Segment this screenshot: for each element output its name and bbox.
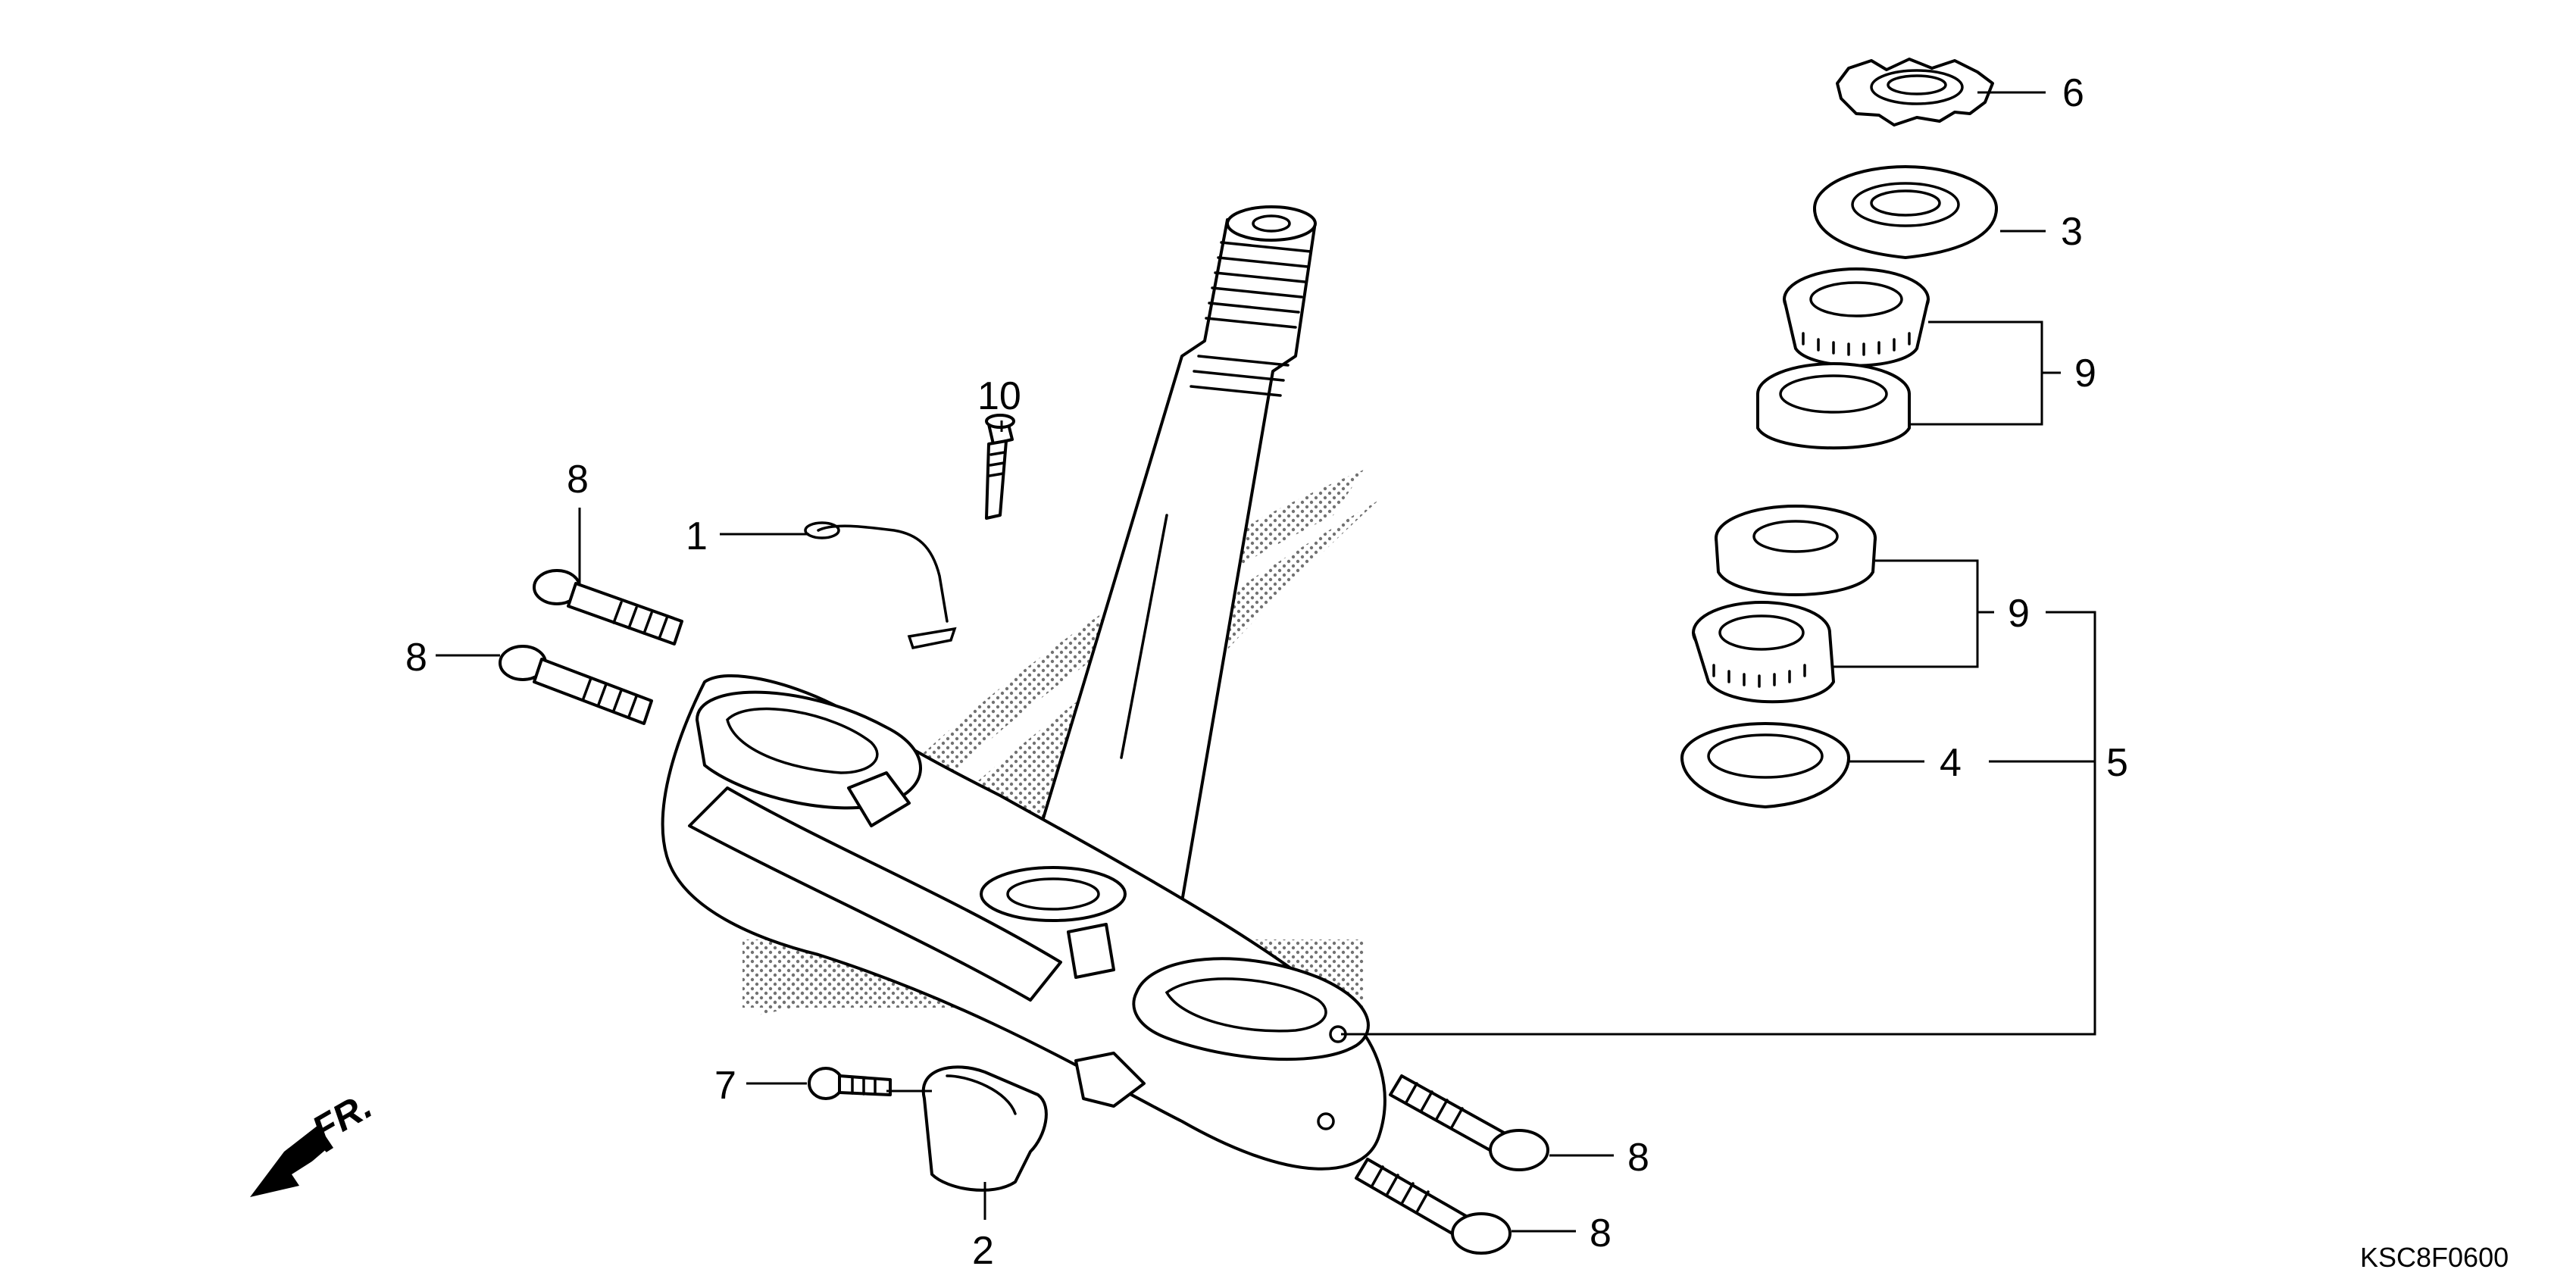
part-9-lower-bearing [1692,601,1835,704]
part-9-upper-bearing [1783,267,1930,367]
callout-9-lower: 9 [2008,592,2030,636]
part-8-bolt-upper-right [1389,1074,1549,1171]
callout-3: 3 [2061,210,2083,254]
front-direction-arrow-icon [250,1125,335,1197]
callout-4: 4 [1940,741,1962,785]
part-9-upper-race [1756,362,1911,450]
part-2-clamp [921,1065,1048,1192]
callout-6: 6 [2062,71,2084,115]
callout-9-upper: 9 [2074,352,2096,395]
leader-lines [436,91,2096,1233]
callout-8-right-upper: 8 [1627,1136,1649,1180]
callout-7: 7 [714,1064,736,1108]
part-4-dust-seal [1680,722,1850,808]
part-1-wire [804,521,957,650]
lower-bracket [661,674,1386,1171]
part-9-lower-race [1715,505,1877,596]
part-8-bolt-lower-left [499,645,653,725]
diagram-code: KSC8F0600 [2360,1242,2509,1273]
part-8-bolt-upper-left [533,569,683,646]
callout-5: 5 [2106,741,2128,785]
callout-1: 1 [686,514,708,558]
part-8-bolt-lower-right [1355,1158,1512,1255]
callout-10: 10 [977,374,1021,418]
callout-8-top-left: 8 [567,458,589,502]
part-7-bolt [808,1067,892,1100]
part-3-cap [1813,165,1998,259]
steering-stem [1021,205,1317,903]
callout-8-left: 8 [405,636,427,680]
callout-8-right-lower: 8 [1590,1211,1612,1255]
part-10-bolt [985,414,1015,520]
callout-2: 2 [972,1229,994,1273]
part-6-locknut [1836,58,1994,127]
